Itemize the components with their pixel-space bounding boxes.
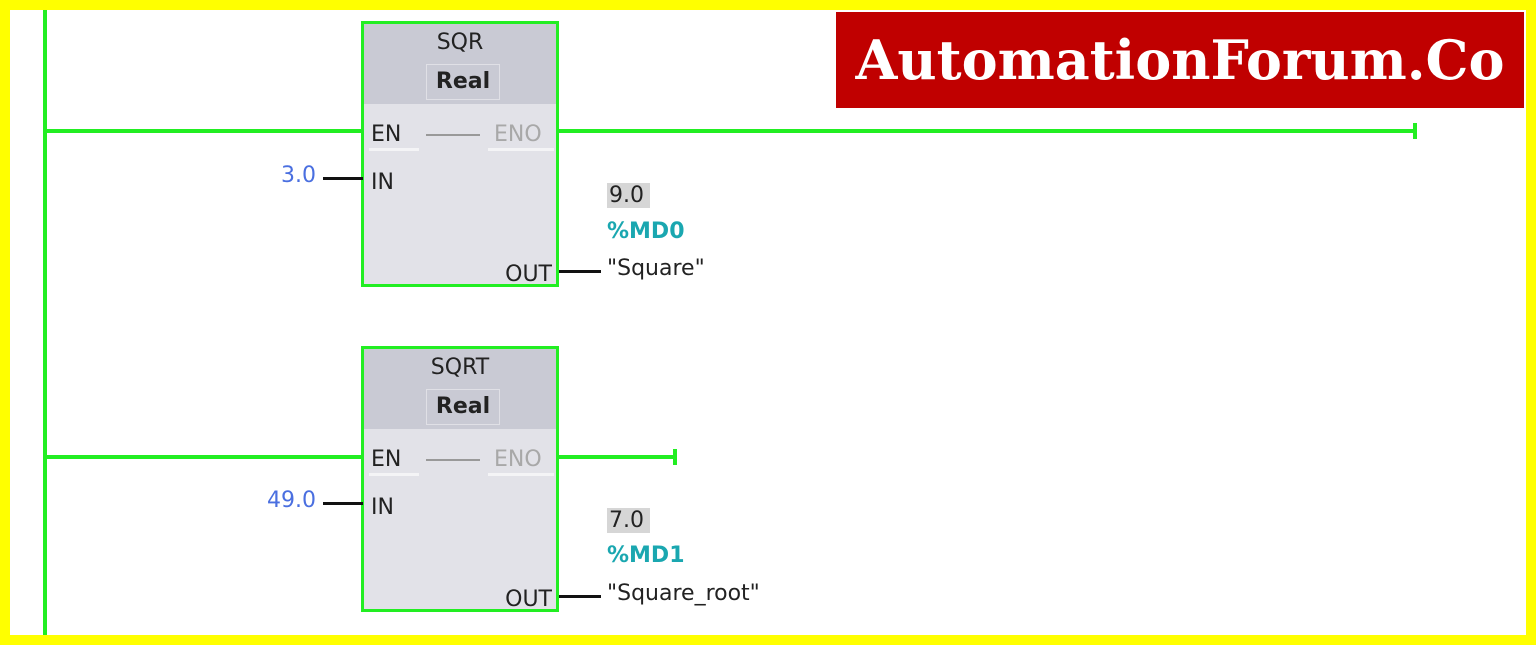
out-tag[interactable]: "Square"	[607, 256, 705, 281]
monitor-value: 9.0	[607, 183, 650, 208]
pin-eno: ENO	[494, 122, 542, 147]
rung-2-output-wire	[559, 455, 675, 459]
data-type-selector[interactable]: Real	[426, 64, 500, 100]
out-address: %MD1	[607, 543, 685, 568]
out-wire	[559, 595, 601, 598]
out-wire	[559, 270, 601, 273]
watermark-logo: AutomationForum.Co	[836, 12, 1524, 108]
sqr-block[interactable]: SQR Real EN ENO IN OUT	[361, 21, 559, 287]
pin-out: OUT	[505, 587, 552, 612]
rung-1-end	[1413, 123, 1417, 139]
in-wire	[323, 502, 363, 505]
pin-in: IN	[371, 495, 394, 520]
block-name: SQRT	[430, 355, 490, 380]
rung-2-input-wire	[47, 455, 363, 459]
in-wire	[323, 177, 363, 180]
pin-en: EN	[371, 447, 402, 472]
power-rail	[43, 10, 47, 635]
sqrt-block[interactable]: SQRT Real EN ENO IN OUT	[361, 346, 559, 612]
pin-in: IN	[371, 170, 394, 195]
rung-2-end	[673, 449, 677, 465]
out-tag[interactable]: "Square_root"	[607, 581, 760, 606]
pin-out: OUT	[505, 262, 552, 287]
in-operand[interactable]: 3.0	[281, 163, 316, 188]
pin-eno: ENO	[494, 447, 542, 472]
block-name: SQR	[436, 30, 484, 55]
rung-1-output-wire	[559, 129, 1415, 133]
rung-1-input-wire	[47, 129, 363, 133]
in-operand[interactable]: 49.0	[267, 488, 316, 513]
data-type-selector[interactable]: Real	[426, 389, 500, 425]
out-address: %MD0	[607, 219, 685, 244]
pin-en: EN	[371, 122, 402, 147]
monitor-value: 7.0	[607, 508, 650, 533]
